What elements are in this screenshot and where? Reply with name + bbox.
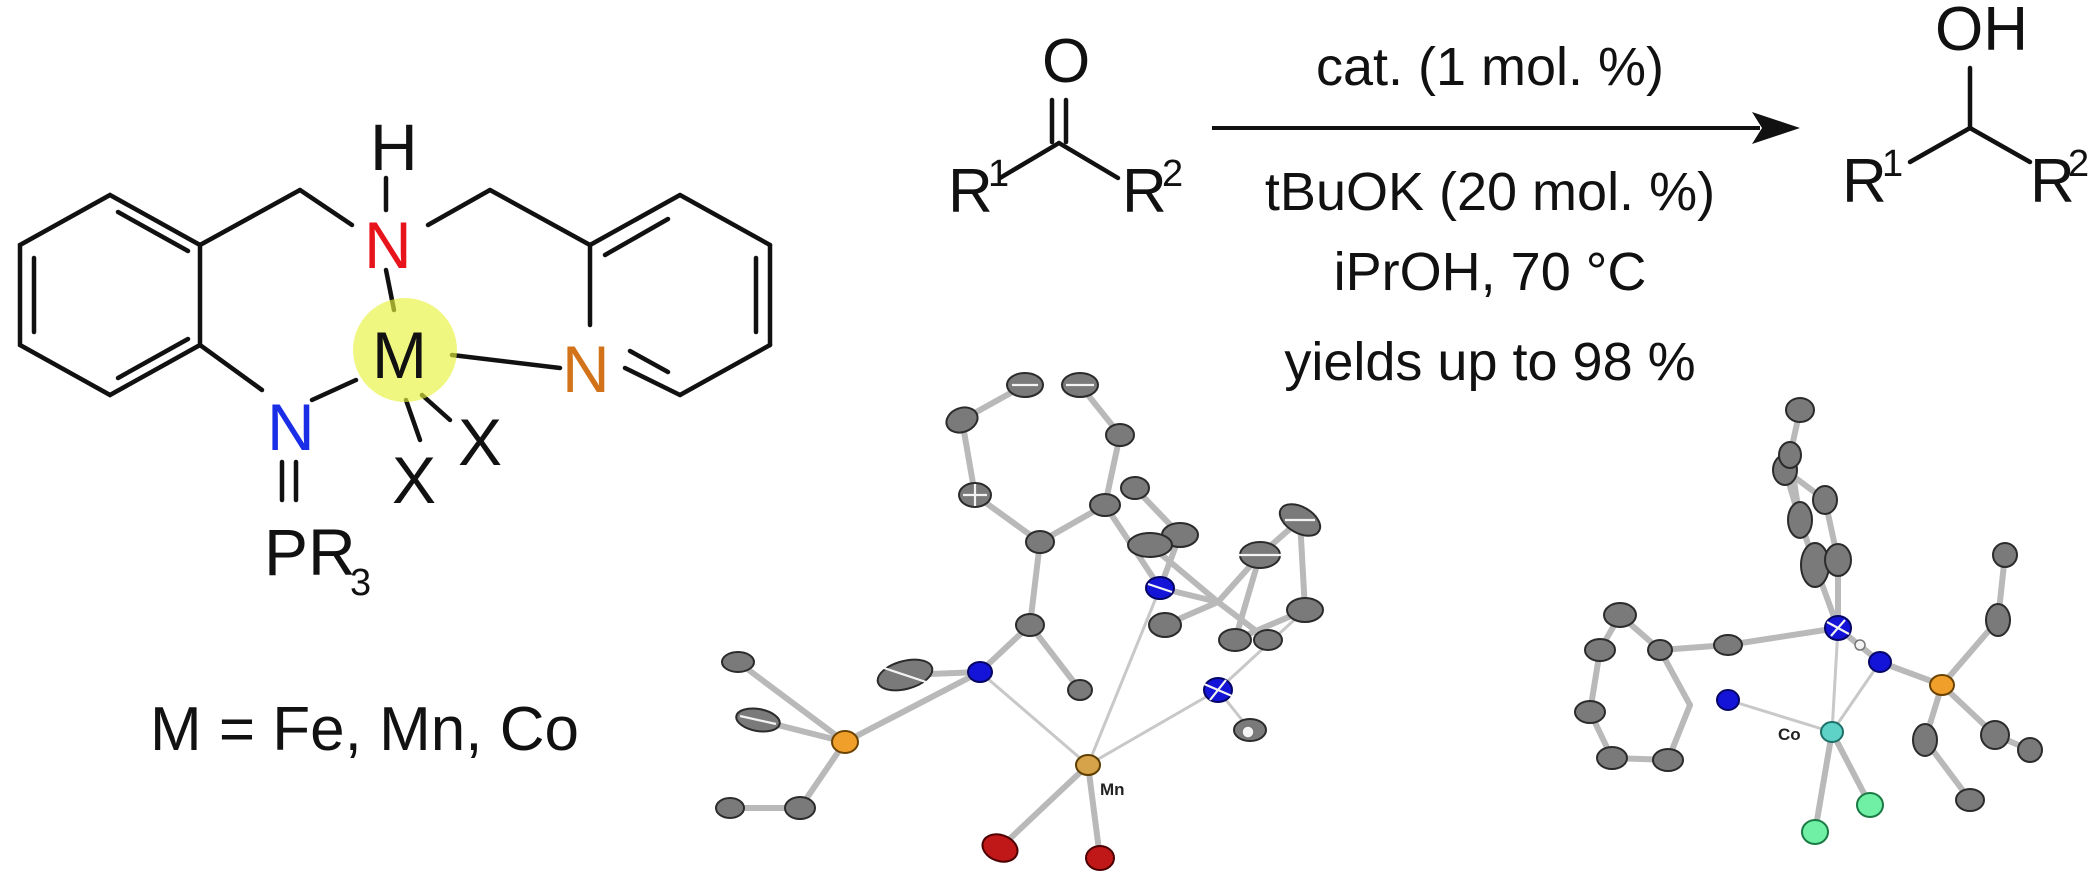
pr3-group: PR 3 (264, 515, 371, 604)
svg-text:R: R (948, 157, 993, 226)
ligand-complex: H N M N N X X PR 3 (17, 110, 773, 604)
condition-base: tBuOK (20 mol. %) (1265, 162, 1715, 222)
condition-solvent: iPrOH, 70 °C (1334, 242, 1647, 302)
atom-n-amine: N (364, 208, 412, 282)
pyridine-ring (587, 192, 773, 398)
metal-highlight (353, 298, 457, 402)
mn-label: Mn (1100, 780, 1125, 799)
atom-x1: X (458, 405, 502, 479)
reaction-arrow (1212, 112, 1800, 144)
svg-text:1: 1 (988, 153, 1009, 195)
svg-text:3: 3 (350, 562, 371, 604)
co-label: Co (1778, 725, 1801, 744)
co-pyridine-nitrogen-atom (1716, 689, 1740, 711)
mn-ligand-atom-2 (1085, 845, 1115, 871)
mn-ligand-atom-1 (981, 833, 1019, 863)
atom-n-pyridine: N (562, 332, 610, 406)
co-chloride-atom-1 (1801, 819, 1829, 845)
svg-text:R: R (1842, 147, 1887, 216)
co-phosphorus-atom (1929, 674, 1955, 696)
co-crystal-structure: Co (1574, 397, 2043, 845)
mn-crystal-structure: Mn (715, 372, 1324, 871)
svg-text:O: O (1042, 27, 1090, 96)
metal-list: M = Fe, Mn, Co (150, 695, 579, 764)
mn-imine-nitrogen-atom (967, 661, 993, 683)
svg-text:PR: PR (264, 515, 356, 589)
co-chloride-atom-2 (1856, 792, 1884, 818)
benzene-ring (17, 192, 203, 398)
mn-metal-atom (1075, 754, 1101, 776)
svg-text:1: 1 (1882, 143, 1903, 185)
atom-x2: X (392, 443, 436, 517)
condition-catalyst: cat. (1 mol. %) (1316, 37, 1664, 97)
product-alcohol: OH R 1 R 2 (1842, 0, 2089, 216)
svg-text:2: 2 (2068, 143, 2089, 185)
svg-text:OH: OH (1935, 0, 2028, 64)
atom-n-imine: N (267, 390, 315, 464)
svg-text:R: R (1122, 157, 1167, 226)
atom-m: M (372, 318, 427, 392)
reactant-ketone: O R 1 R 2 (948, 27, 1183, 226)
mn-phosphorus-atom (831, 730, 859, 754)
co-metal-atom (1820, 721, 1844, 743)
atom-h: H (370, 110, 418, 184)
svg-text:R: R (2030, 147, 2075, 216)
svg-text:2: 2 (1162, 153, 1183, 195)
condition-yield: yields up to 98 % (1284, 332, 1695, 392)
co-imine-nitrogen-atom (1868, 651, 1892, 673)
